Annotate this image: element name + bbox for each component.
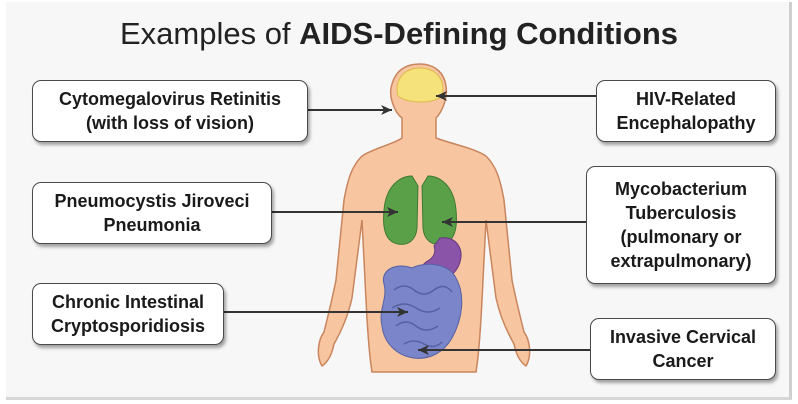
label-pneumocystis: Pneumocystis Jiroveci Pneumonia <box>32 182 272 244</box>
label-cmv-retinitis: Cytomegalovirus Retinitis (with loss of … <box>32 80 308 142</box>
label-cryptosporidiosis: Chronic Intestinal Cryptosporidiosis <box>32 283 224 345</box>
label-tuberculosis: Mycobacterium Tuberculosis (pulmonary or… <box>586 166 776 284</box>
label-cervical-cancer: Invasive Cervical Cancer <box>590 318 776 380</box>
label-hiv-encephalopathy: HIV-Related Encephalopathy <box>596 80 776 142</box>
